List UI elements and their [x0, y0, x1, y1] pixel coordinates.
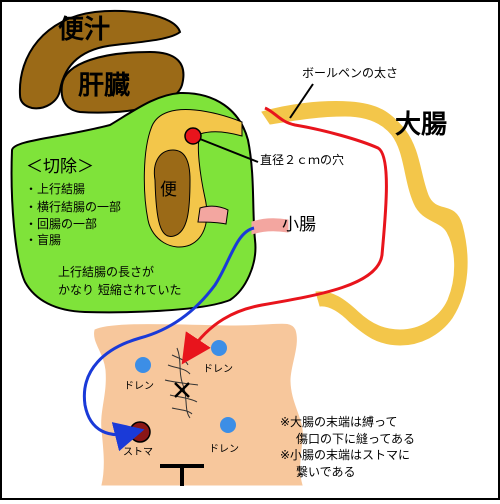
stool-shape [153, 149, 191, 237]
note-line4: 繋いである [296, 464, 356, 479]
note-line3: ※小腸の末端はストマに [280, 448, 410, 462]
large-intestine-label: 大腸 [395, 110, 447, 140]
small-intestine-shape [251, 218, 289, 235]
tied-end-mark [174, 382, 190, 398]
excision-bullet: ・ [25, 217, 37, 231]
excision-list: ・ 上行結腸 ・ 横行結腸の一部 ・ 回腸の一部 ・ 盲腸 [25, 182, 121, 247]
pen-thickness-pointer [289, 83, 314, 119]
hole-label: 直径２ｃｍの穴 [260, 152, 344, 167]
drain-marker [135, 357, 151, 373]
small-intestine-label: 小腸 [282, 215, 316, 235]
stool-juice-label: 便汁 [58, 15, 110, 45]
liver-shape [60, 50, 185, 114]
excision-item: 回腸の一部 [37, 216, 97, 231]
incision-wound [164, 347, 199, 419]
note-line2: 傷口の下に縫ってある [296, 431, 415, 446]
liver-label: 肝臓 [78, 71, 130, 101]
drain-label: ドレン [203, 364, 233, 375]
drain-marker [220, 417, 236, 433]
excision-bullet: ・ [25, 200, 37, 214]
hole-marker [184, 127, 202, 145]
stool-label: 便 [160, 180, 177, 200]
excision-bullet: ・ [25, 182, 37, 196]
large-intestine-shape [261, 101, 468, 346]
ileum-shape [197, 205, 229, 225]
drain-marker [211, 340, 227, 356]
excision-item: 横行結腸の一部 [37, 199, 121, 214]
t-mark [160, 464, 204, 486]
excision-note-line2: かなり 短縮されていた [58, 282, 181, 297]
small-intestine-route-arrow [82, 226, 255, 452]
drain-label: ドレン [209, 444, 239, 455]
note-line1: ※大腸の末端は縛って [280, 414, 397, 429]
excision-note-line1: 上行結腸の長さが [58, 264, 154, 279]
excision-title: ＜切除＞ [26, 157, 94, 177]
hole-pointer-line [199, 138, 259, 163]
drain-label: ドレン [124, 381, 154, 392]
stoma-label: ストマ [123, 447, 153, 458]
stoma-marker [129, 421, 151, 443]
abdomen-shape [94, 323, 303, 486]
excision-item: 盲腸 [37, 232, 61, 247]
large-intestine-route-arrow [181, 106, 388, 365]
pen-thickness-label: ボールペンの太さ [302, 65, 398, 80]
stool-juice-shape [18, 9, 182, 110]
excision-bullet: ・ [25, 233, 37, 247]
excision-item: 上行結腸 [37, 182, 85, 196]
